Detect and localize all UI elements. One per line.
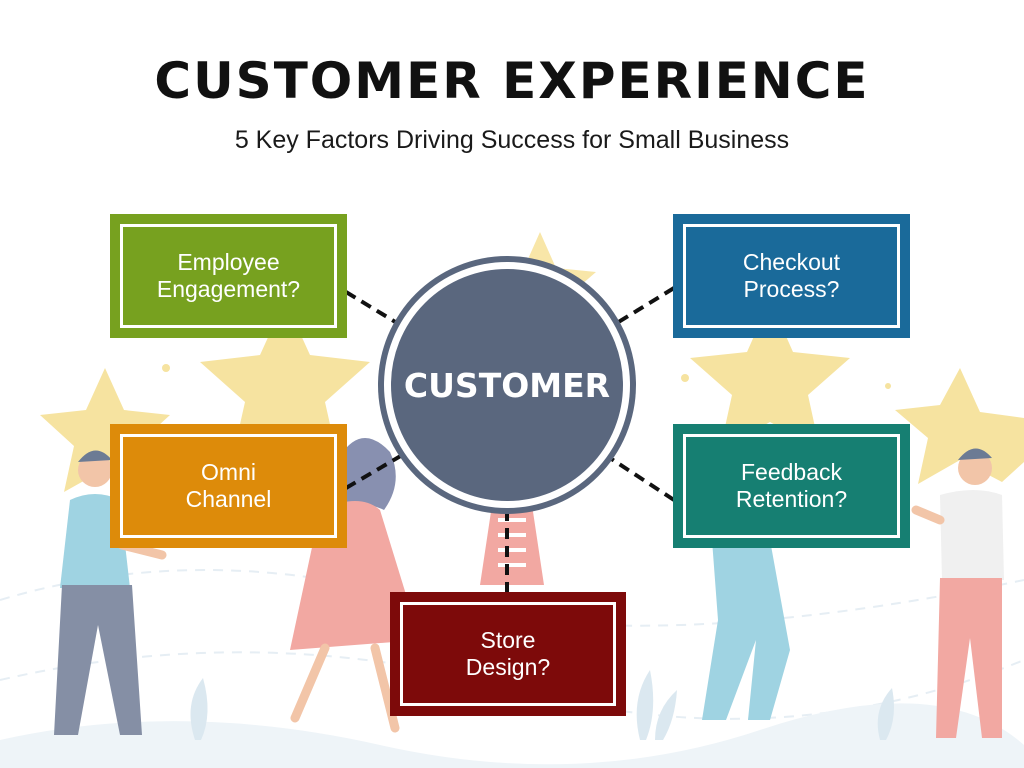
factor-label: Omni Channel [185,459,272,512]
plant-illustration [190,670,894,740]
factor-border [400,602,616,706]
connector-lines [344,286,676,594]
factor-label: Store Design? [465,627,551,680]
star-icon [200,300,370,460]
factor-border [120,224,337,328]
page-title: CUSTOMER EXPERIENCE [154,52,870,110]
star-icon [895,368,1024,484]
factor-checkout-process: Checkout Process? [673,214,910,338]
star-icon [690,300,850,450]
hub-label: CUSTOMER [403,365,611,405]
factor-omni-channel: Omni Channel [110,424,347,548]
factor-border [683,224,900,328]
customer-hub: CUSTOMER [384,262,630,508]
factor-employee-engagement: Employee Engagement? [110,214,347,338]
page-subtitle: 5 Key Factors Driving Success for Small … [234,126,790,154]
factor-feedback-retention: Feedback Retention? [673,424,910,548]
factor-label: Checkout Process? [742,249,841,302]
factor-label: Feedback Retention? [735,459,848,512]
factor-border [683,434,900,538]
factor-border [120,434,337,538]
factor-label: Employee Engagement? [156,249,301,302]
factor-store-design: Store Design? [390,592,626,716]
